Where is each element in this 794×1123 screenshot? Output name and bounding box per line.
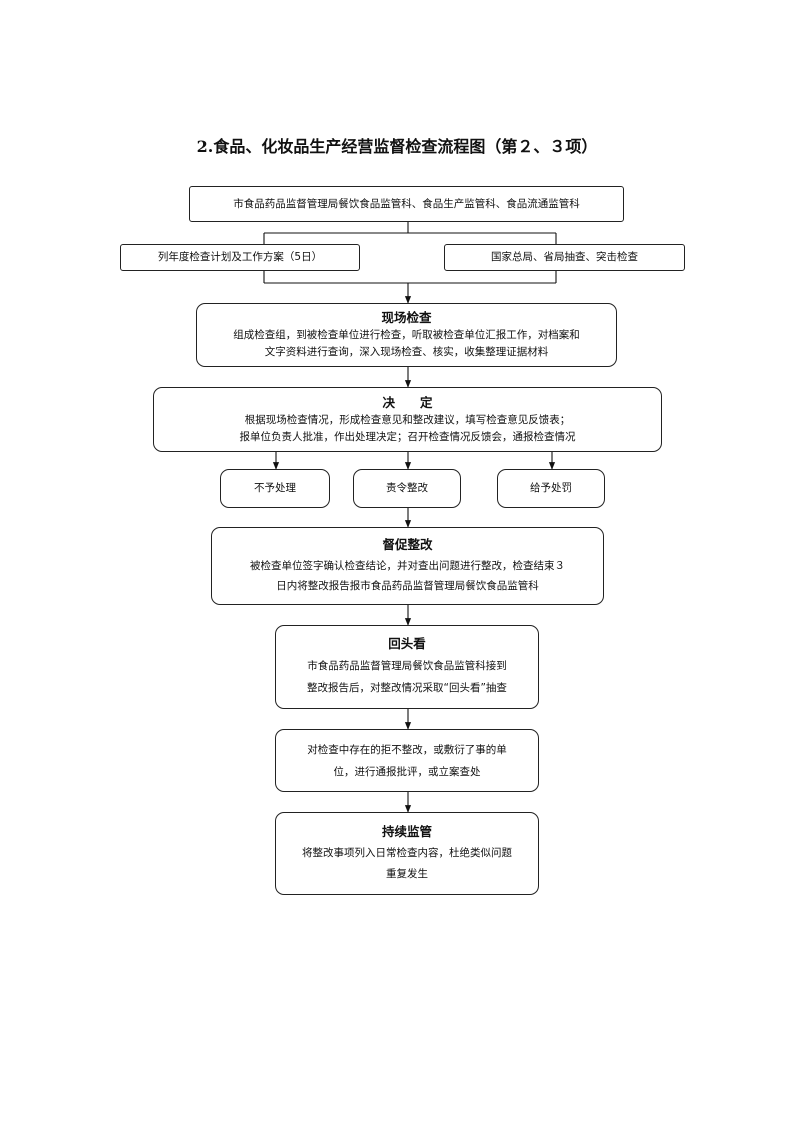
decision-heading: 决 定 (382, 394, 433, 410)
annual-plan-box: 列年度检查计划及工作方案（5日） (120, 244, 360, 271)
supervise-rectification-line-2: 日内将整改报告报市食品药品监督管理局餐饮食品监管科 (276, 580, 539, 592)
onsite-inspection-heading: 现场检查 (381, 310, 432, 325)
look-back-heading: 回头看 (388, 636, 426, 651)
ongoing-supervision-heading: 持续监管 (381, 823, 432, 839)
page-title: 2.食品、化妆品生产经营监督检查流程图（第２、３项） (196, 137, 598, 156)
spot-check-box: 国家总局、省局抽查、突击检查 (444, 244, 685, 271)
spot-check-text: 国家总局、省局抽查、突击检查 (491, 251, 638, 263)
look-back-line-1: 市食品药品监督管理局餐饮食品监管科接到 (307, 660, 507, 672)
penalty-text: 给予处罚 (530, 482, 572, 494)
ongoing-supervision-box: 持续监管 将整改事项列入日常检查内容，杜绝类似问题 重复发生 (275, 812, 539, 895)
ongoing-supervision-line-2: 重复发生 (386, 867, 428, 880)
supervise-rectification-line-1: 被检查单位签字确认检查结论，并对查出问题进行整改，检查结束３ (250, 560, 565, 572)
decision-box: 决 定 根据现场检查情况，形成检查意见和整改建议，填写检查意见反馈表； 报单位负… (153, 387, 662, 452)
supervise-rectification-heading: 督促整改 (382, 537, 433, 552)
look-back-box: 回头看 市食品药品监督管理局餐饮食品监管科接到 整改报告后，对整改情况采取“回头… (275, 625, 539, 709)
decision-line-2: 报单位负责人批准，作出处理决定；召开检查情况反馈会，通报检查情况 (239, 430, 576, 443)
onsite-inspection-box: 现场检查 组成检查组，到被检查单位进行检查，听取被检查单位汇报工作，对档案和 文… (196, 303, 617, 367)
decision-line-1: 根据现场检查情况，形成检查意见和整改建议，填写检查意见反馈表； (244, 413, 571, 426)
order-rectification-box: 责令整改 (353, 469, 461, 508)
responsible-departments-box: 市食品药品监督管理局餐饮食品监管科、食品生产监管科、食品流通监管科 (189, 186, 624, 222)
refusal-handling-line-2: 位，进行通报批评，或立案查处 (333, 765, 481, 778)
onsite-inspection-line-1: 组成检查组，到被检查单位进行检查，听取被检查单位汇报工作，对档案和 (233, 329, 580, 341)
responsible-departments-text: 市食品药品监督管理局餐饮食品监管科、食品生产监管科、食品流通监管科 (233, 197, 580, 210)
order-rectification-text: 责令整改 (386, 482, 428, 494)
onsite-inspection-line-2: 文字资料进行查询，深入现场检查、核实，收集整理证据材料 (264, 346, 549, 358)
supervise-rectification-box: 督促整改 被检查单位签字确认检查结论，并对查出问题进行整改，检查结束３ 日内将整… (211, 527, 604, 605)
refusal-handling-line-1: 对检查中存在的拒不整改，或敷衍了事的单 (307, 743, 507, 756)
penalty-box: 给予处罚 (497, 469, 605, 508)
no-action-box: 不予处理 (220, 469, 330, 508)
refusal-handling-box: 对检查中存在的拒不整改，或敷衍了事的单 位，进行通报批评，或立案查处 (275, 729, 539, 792)
annual-plan-text: 列年度检查计划及工作方案（5日） (157, 251, 323, 263)
no-action-text: 不予处理 (254, 482, 296, 494)
ongoing-supervision-line-1: 将整改事项列入日常检查内容，杜绝类似问题 (302, 846, 512, 859)
look-back-line-2: 整改报告后，对整改情况采取“回头看”抽查 (307, 682, 507, 694)
